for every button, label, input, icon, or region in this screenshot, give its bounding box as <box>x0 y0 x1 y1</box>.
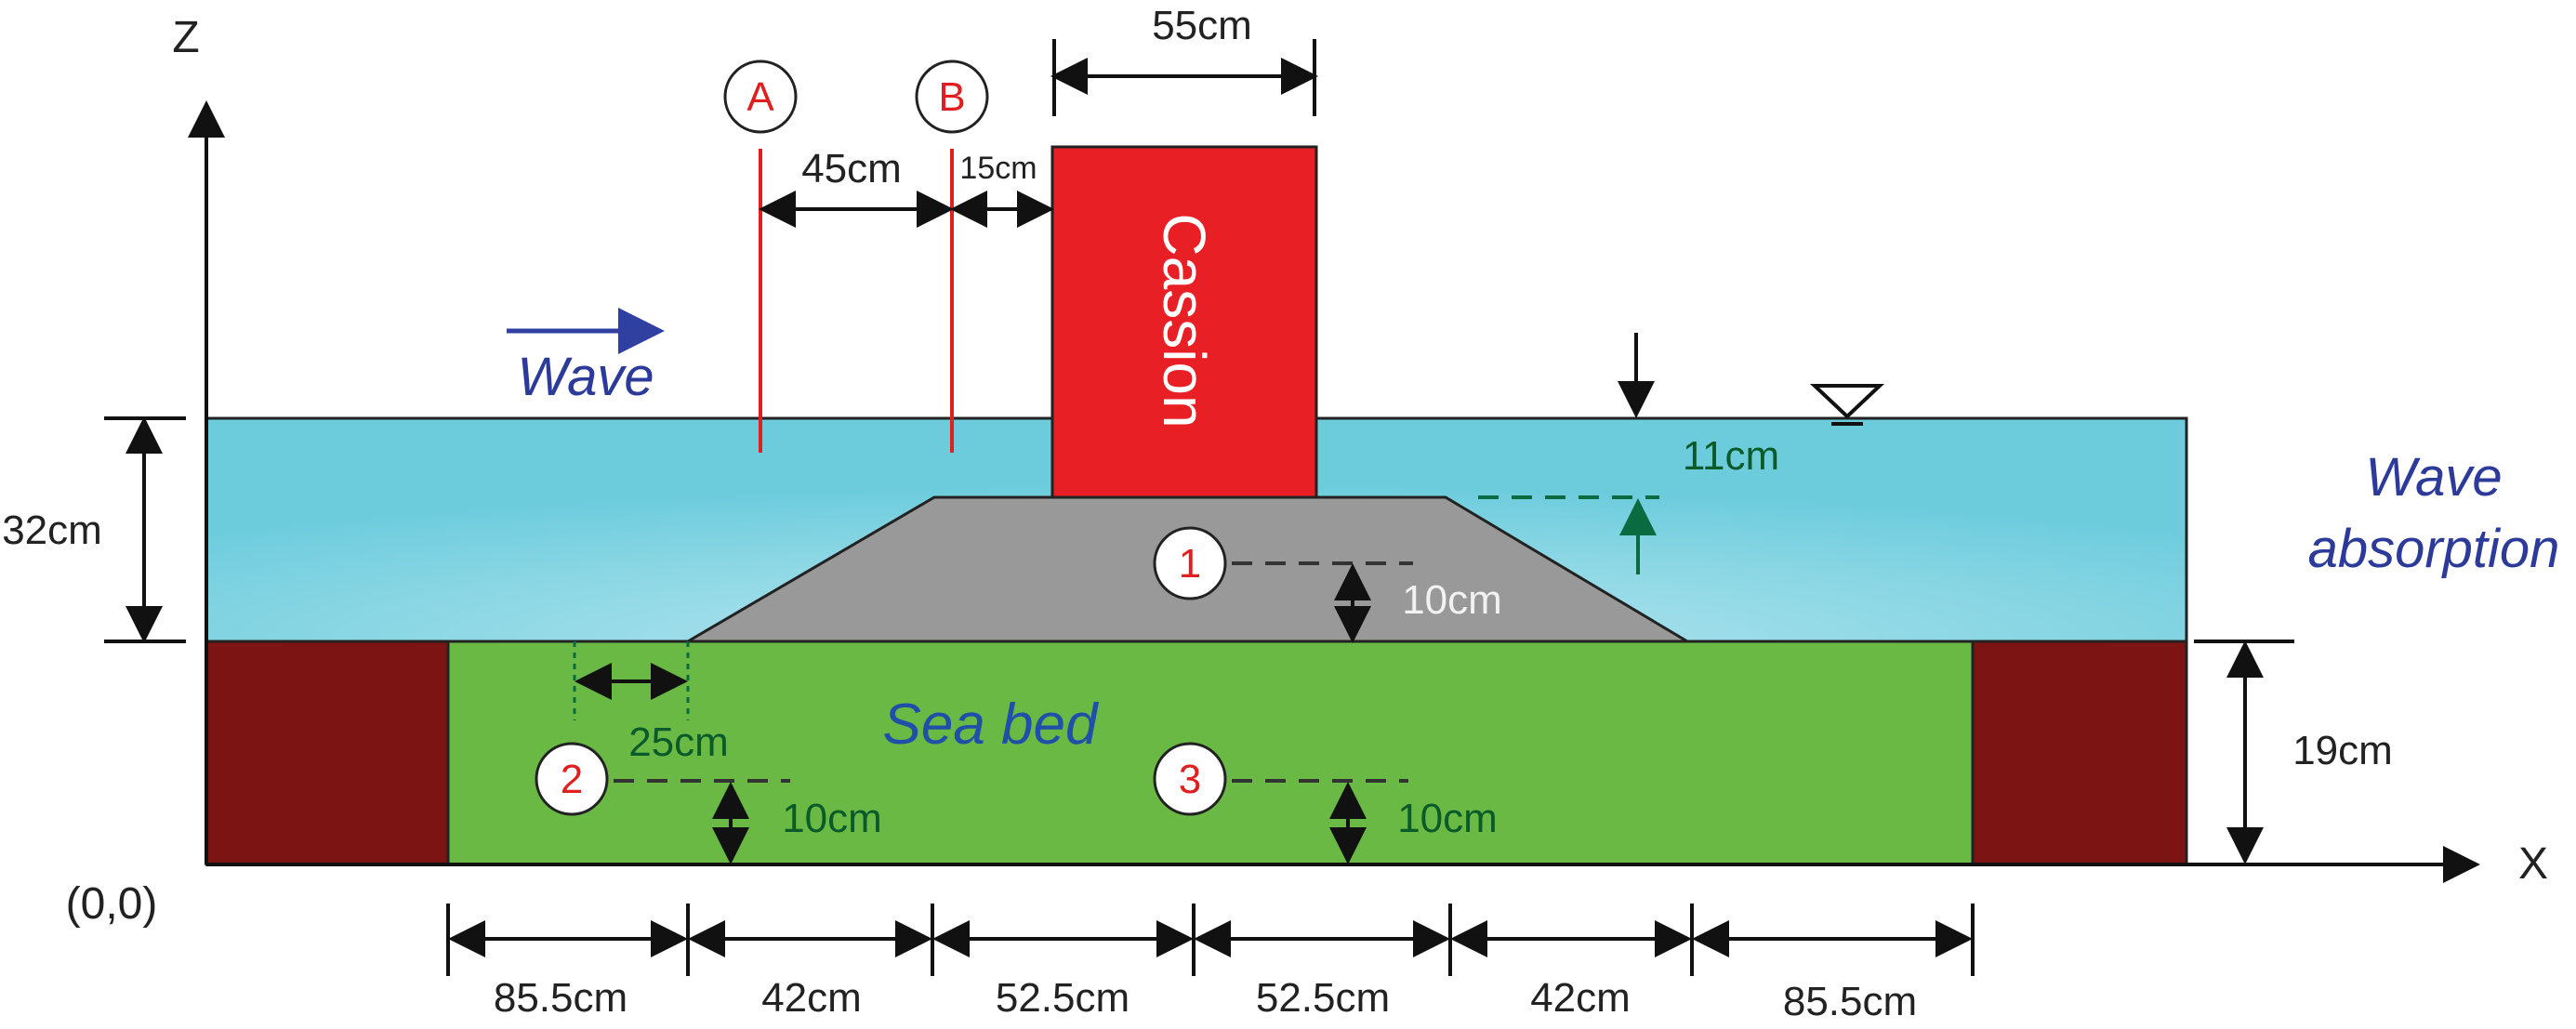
bottom-label-2: 42cm <box>761 975 862 1021</box>
point-2-marker <box>535 742 609 816</box>
p2-offset-label: 25cm <box>628 719 729 765</box>
bottom-label-4: 52.5cm <box>1256 975 1390 1021</box>
caisson-width-label: 55cm <box>1152 3 1252 48</box>
wave-label: Wave <box>517 347 654 407</box>
wave-absorption-label-line1: Wave <box>2365 447 2502 508</box>
point-1-height-label: 10cm <box>1402 577 1502 623</box>
wave-absorber-right <box>1971 640 2188 866</box>
b-to-caisson-label: 15cm <box>959 151 1037 186</box>
point-2-label: 2 <box>561 757 583 802</box>
wave-absorber-left <box>205 640 450 866</box>
x-axis-label: X <box>2518 839 2548 889</box>
a-to-b-label: 45cm <box>801 146 902 191</box>
point-1-marker <box>1153 526 1227 600</box>
point-3-marker <box>1153 742 1227 816</box>
submergence-label: 11cm <box>1683 433 1779 479</box>
z-axis-label: Z <box>172 13 199 62</box>
origin-label: (0,0) <box>66 879 158 929</box>
point-1-label: 1 <box>1179 541 1201 587</box>
bottom-label-6: 85.5cm <box>1783 979 1917 1024</box>
wave-absorption-label-line2: absorption <box>2308 519 2560 579</box>
bottom-label-1: 85.5cm <box>494 975 627 1021</box>
bottom-label-3: 52.5cm <box>996 975 1129 1021</box>
water-level-symbol <box>1809 384 1885 419</box>
caisson-label: Cassion <box>1151 213 1218 428</box>
bottom-label-5: 42cm <box>1530 975 1631 1021</box>
point-3-label: 3 <box>1179 757 1201 802</box>
gauge-a-label: A <box>746 74 774 120</box>
gauge-b-label: B <box>938 74 965 120</box>
caisson <box>1050 145 1318 499</box>
point-2-height-label: 10cm <box>782 796 882 841</box>
gauge-b-marker <box>915 59 989 134</box>
point-3-height-label: 10cm <box>1397 796 1498 841</box>
gauge-a-marker <box>723 59 798 134</box>
bottom-dimension-chain: 85.5cm 42cm 52.5cm 52.5cm 42cm 85.5cm <box>446 904 1975 1024</box>
water-depth-label: 32cm <box>2 508 102 553</box>
sea-bed-label: Sea bed <box>883 693 1101 757</box>
seabed-thickness-label: 19cm <box>2292 728 2393 773</box>
